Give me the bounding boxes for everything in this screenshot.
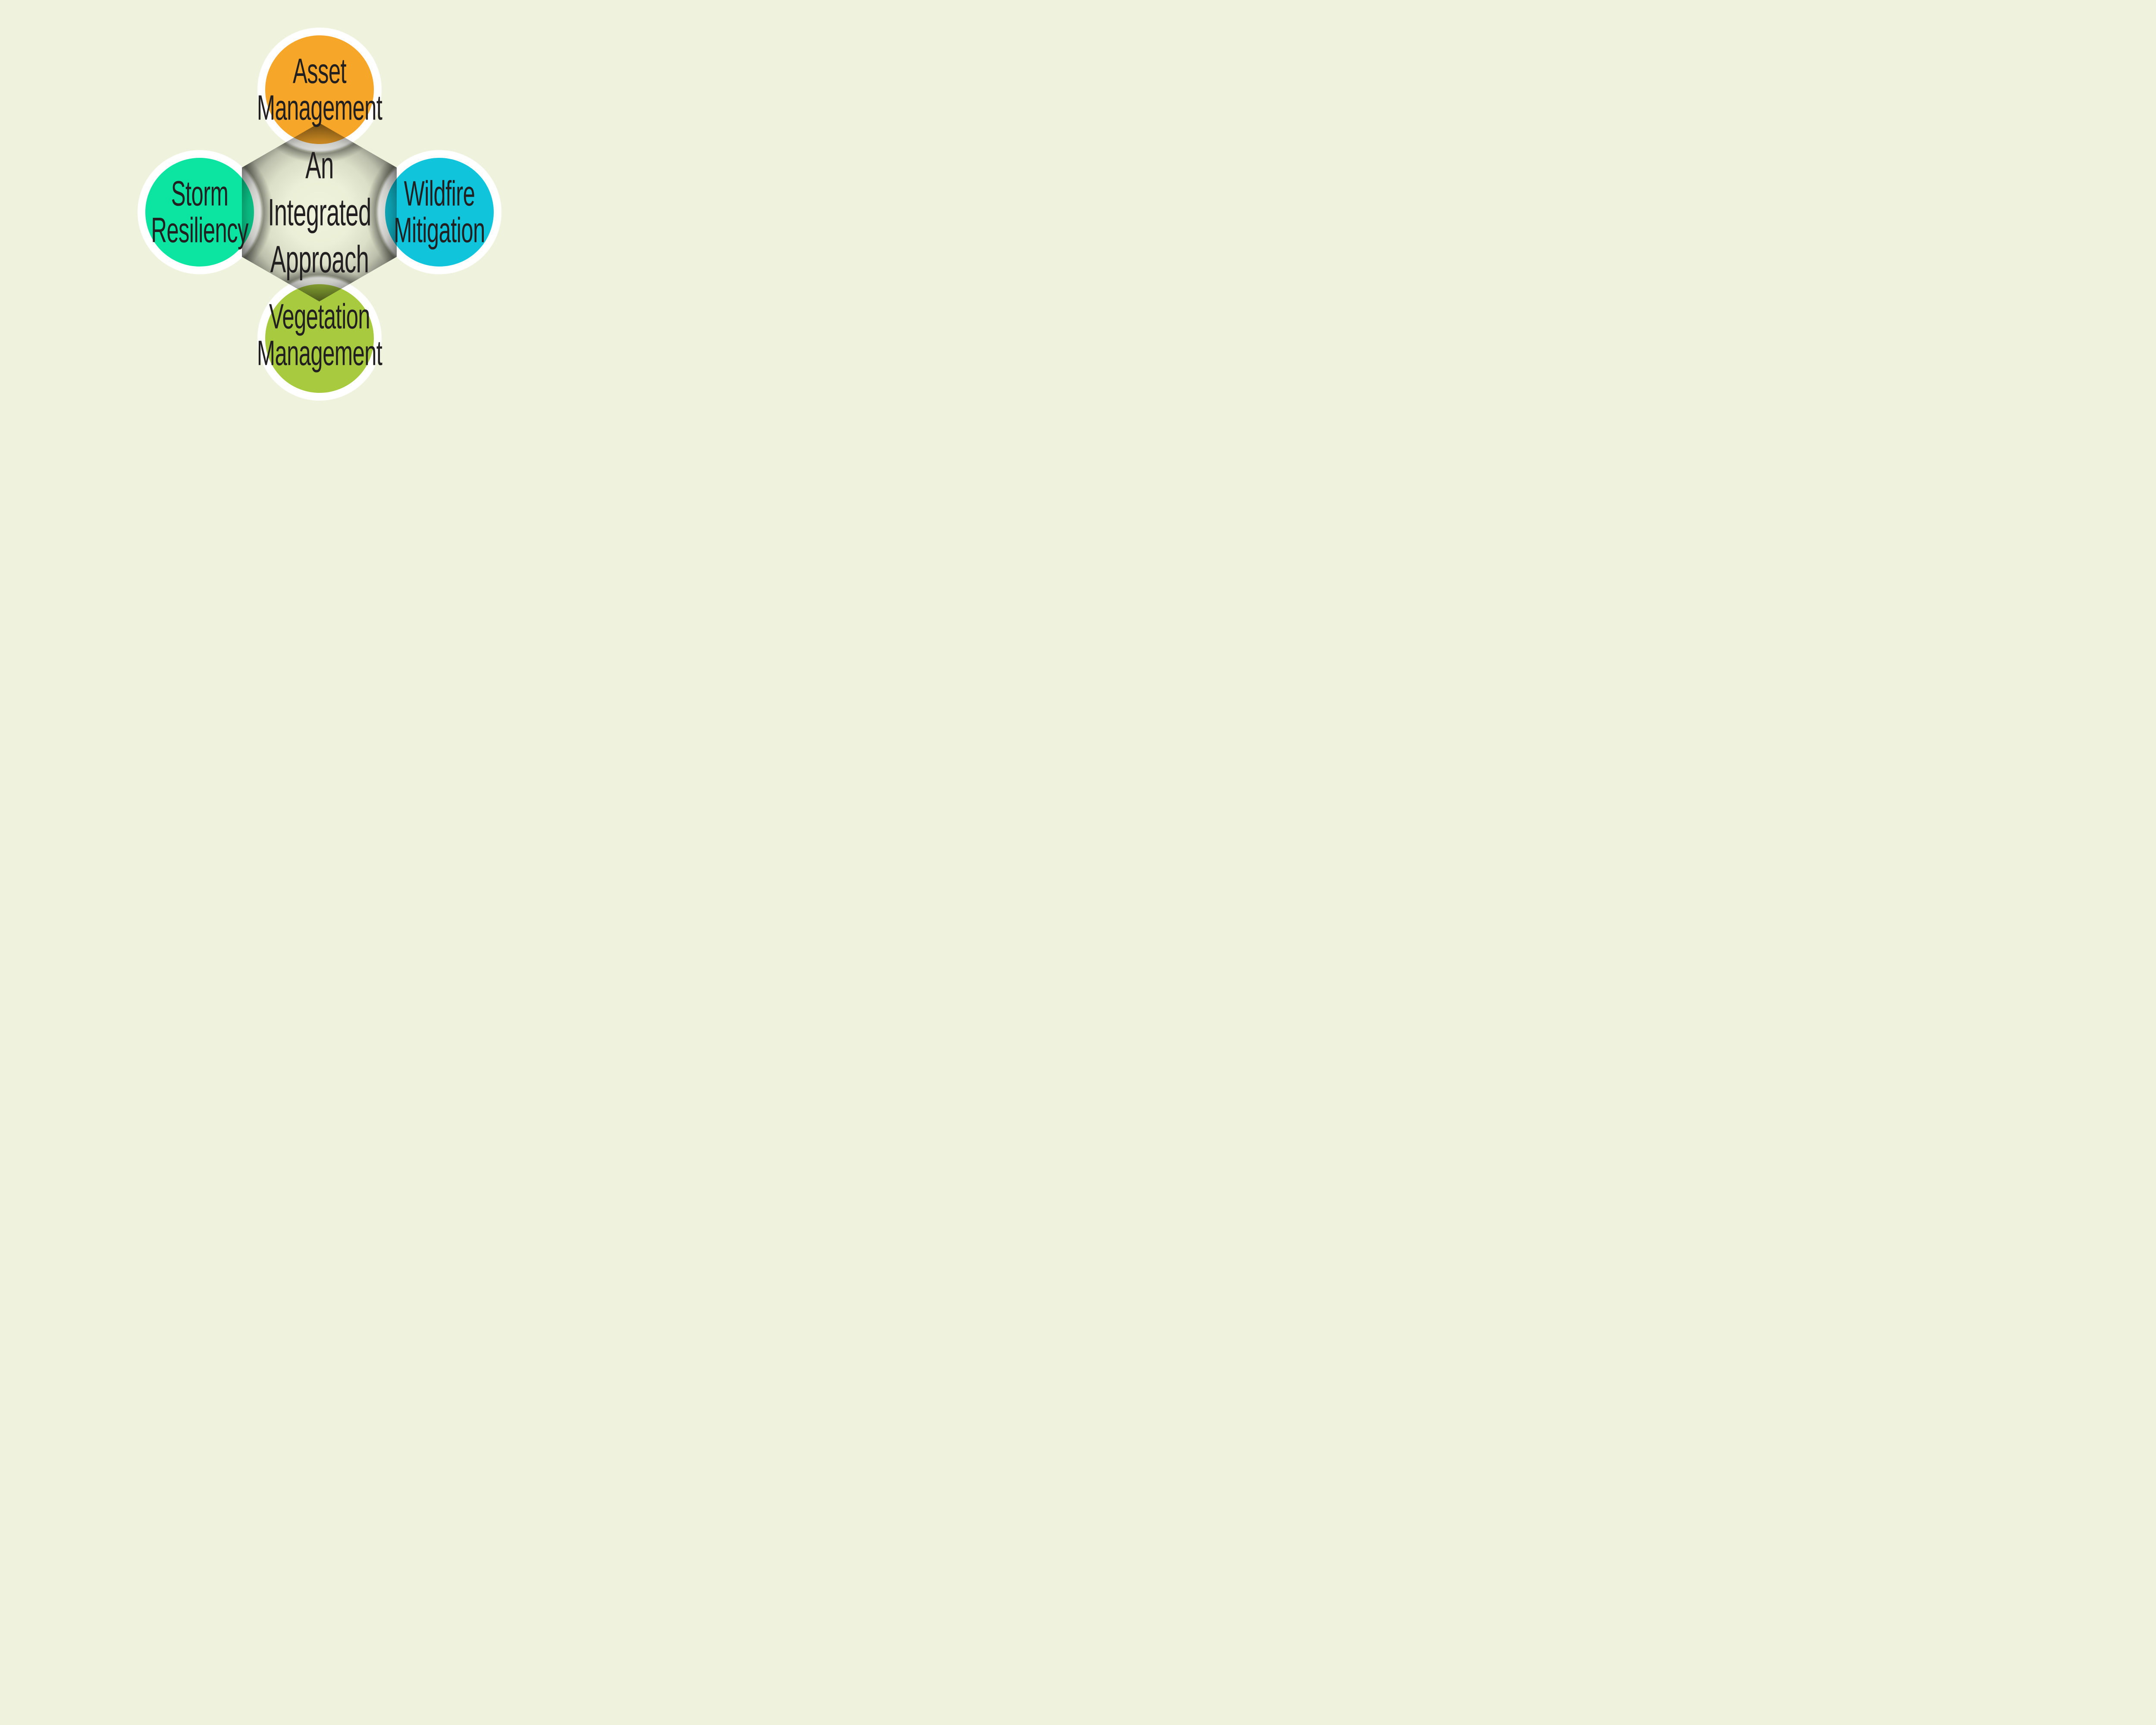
label-line: Storm	[171, 174, 228, 213]
title-line: Integrated	[267, 191, 371, 234]
label-line: Management	[257, 88, 382, 128]
label-asset-management: Asset Management	[257, 51, 382, 128]
label-line: Asset	[292, 51, 346, 91]
title-line: An	[305, 144, 334, 187]
integrated-approach-diagram: Asset Management Storm Resiliency Wildfi…	[0, 0, 647, 431]
label-line: Vegetation	[269, 297, 370, 336]
label-vegetation-management: Vegetation Management	[257, 298, 382, 372]
label-wildfire-mitigation: Wildfire Mitigation	[394, 174, 485, 250]
title-line: Approach	[270, 238, 369, 281]
label-line: Mitigation	[394, 211, 485, 250]
label-line: Resiliency	[150, 211, 248, 250]
label-line: Management	[257, 334, 382, 373]
label-line: Wildfire	[404, 174, 475, 213]
diagram-title: An Integrated Approach	[268, 141, 371, 282]
label-storm-resiliency: Storm Resiliency	[150, 174, 248, 250]
